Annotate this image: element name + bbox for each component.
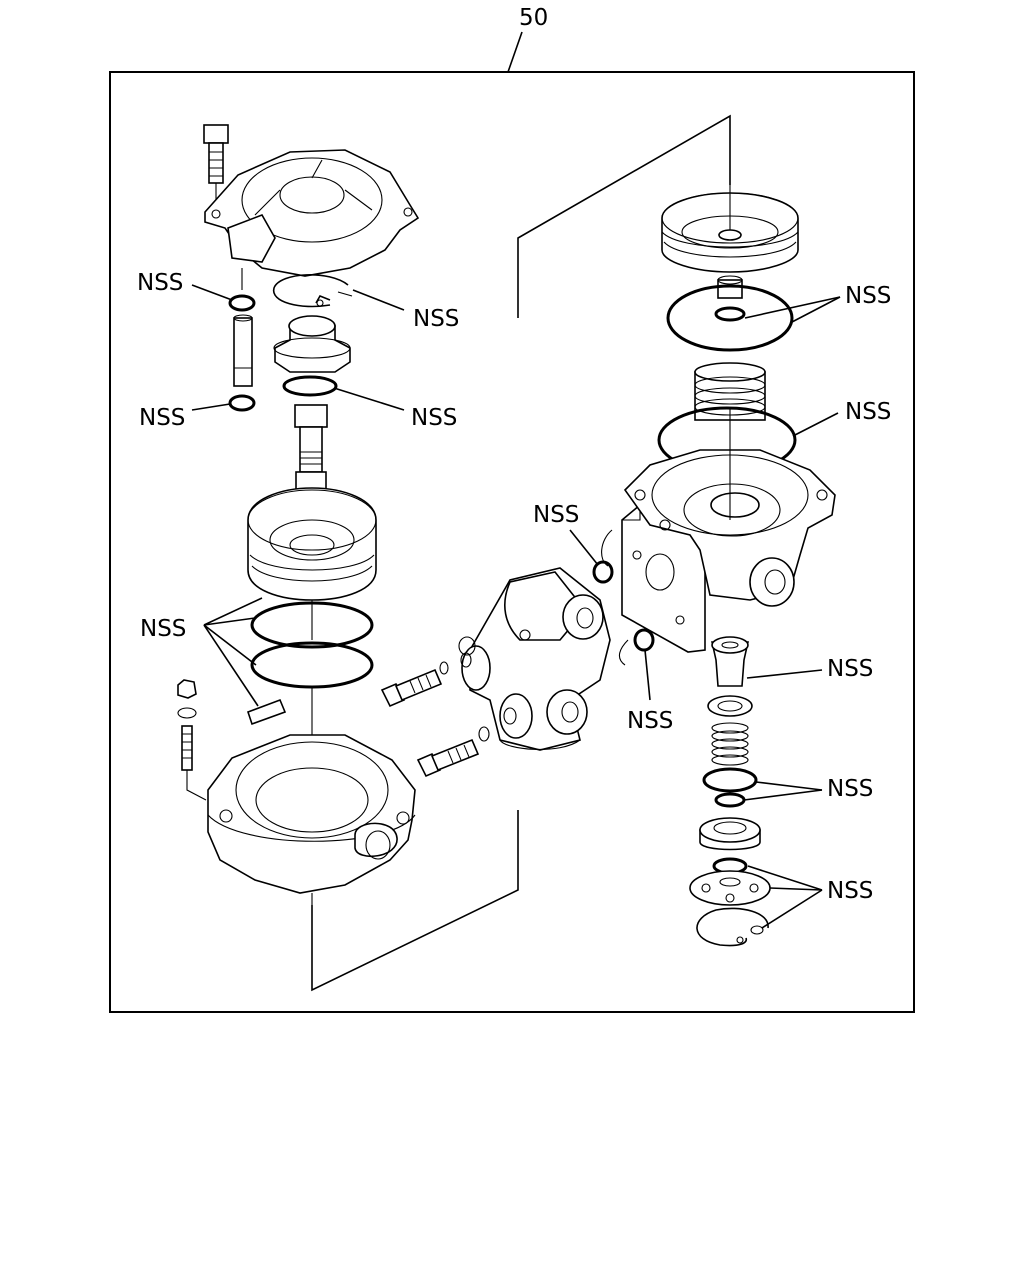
upper-cover [204,149,420,277]
nss-label: NSS [413,306,459,332]
o-ring-piston [282,375,338,397]
leader-line [769,887,823,891]
large-seal-ring-2 [250,641,374,689]
leader-line [191,284,233,301]
leader-line [761,889,823,929]
diagram-frame [109,71,915,1013]
o-ring-spring-upper [702,767,758,793]
leader-line [792,412,839,437]
mounting-bolt-lower [416,726,490,778]
valve-disc [689,870,771,906]
snap-ring-lower [696,907,769,947]
valve-guide [711,636,749,687]
spring [711,722,749,766]
lower-piston-housing [247,487,377,601]
leader-line [644,649,651,701]
seal-washer [707,695,753,717]
nss-label: NSS [827,776,873,802]
valve-body [458,567,611,751]
nss-label: NSS [845,399,891,425]
seal-segment [246,698,287,726]
leader-line [744,296,841,319]
leader-line [743,789,823,801]
nss-label: NSS [137,270,183,296]
guide-pin [233,314,253,387]
assembly-bracket-upper [517,114,731,318]
valve-seat [699,817,761,851]
nss-label: NSS [827,656,873,682]
o-ring-port-lower [633,628,655,652]
leader-line [203,624,259,707]
ref-number-label: 50 [519,5,548,31]
stud-bolt-nut-washer [177,679,207,801]
stem-o-ring [714,306,746,322]
diaphragm-stem [717,275,743,299]
ref-number-leader [507,31,523,73]
leader-line [791,296,841,323]
nss-label: NSS [827,878,873,904]
leader-line [755,781,823,791]
nss-label: NSS [140,616,186,642]
leader-line [569,529,599,566]
large-seal-ring-1 [250,601,374,649]
mounting-bolt-upper [380,652,472,708]
o-ring-port-upper [592,560,614,584]
nss-label: NSS [845,283,891,309]
diaphragm-cap [661,192,799,273]
leader-line [746,669,823,679]
o-ring-small-upper [228,294,256,312]
leader-line [191,403,231,411]
leader-line [747,865,823,891]
lower-housing-flange [207,734,416,894]
leader-line [333,387,405,411]
leader-line [352,289,405,311]
o-ring-spring-lower [714,792,746,808]
leader-line [203,624,257,666]
diaphragm-ring [666,284,794,352]
snap-ring-upper [273,274,353,308]
nss-label: NSS [533,502,579,528]
nss-label: NSS [139,405,185,431]
piston-cap [273,315,351,373]
assembly-bracket-lower [311,810,519,992]
nss-label: NSS [411,405,457,431]
nss-label: NSS [627,708,673,734]
o-ring-small-lower [228,394,256,412]
cover-bolt [203,124,229,184]
main-housing [623,449,836,607]
